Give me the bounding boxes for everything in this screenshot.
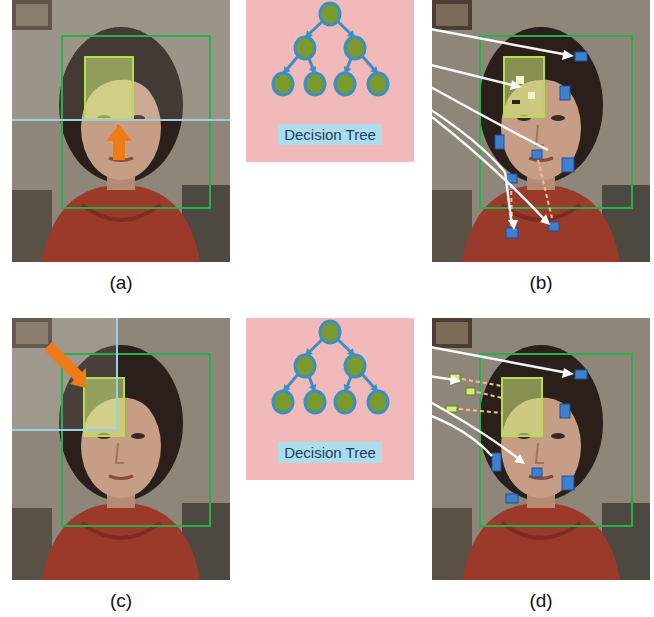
panel-label: (b): [529, 272, 552, 294]
panel-label: (c): [110, 590, 132, 612]
panel-title: Decision Tree: [278, 124, 382, 145]
decision-tree-panel: Decision Tree: [246, 0, 414, 162]
panel-label: (a): [109, 272, 132, 294]
decision-tree-panel: Decision Tree: [246, 318, 414, 480]
panel-label: (d): [529, 590, 552, 612]
panel-title: Decision Tree: [278, 442, 382, 463]
